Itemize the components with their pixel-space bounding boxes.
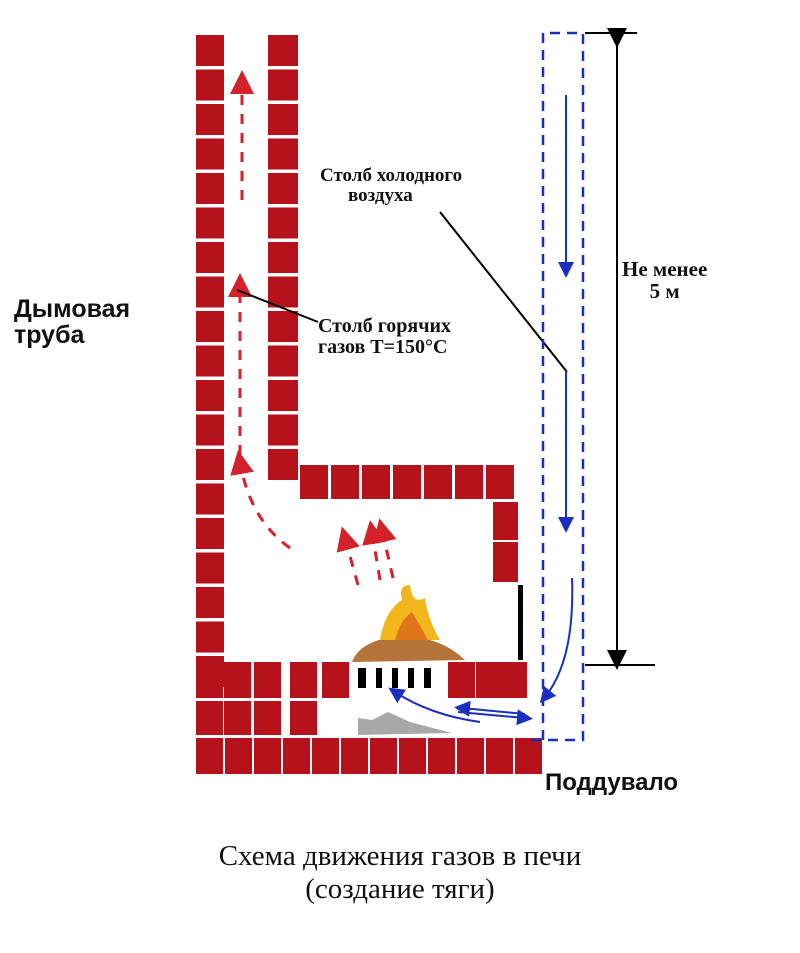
fire-icon bbox=[352, 585, 465, 662]
brick bbox=[515, 738, 542, 774]
ash-pile bbox=[358, 712, 452, 735]
brick bbox=[196, 69, 224, 101]
cold-column-label-line1: Столб холодного bbox=[320, 165, 463, 186]
brick bbox=[196, 173, 224, 204]
cold-column-label-line2: воздуха bbox=[348, 184, 413, 206]
brick bbox=[424, 465, 452, 499]
chimney-label: Дымовая труба bbox=[14, 296, 130, 349]
brick bbox=[196, 345, 224, 377]
brick bbox=[196, 104, 224, 135]
brick bbox=[196, 701, 223, 735]
brick bbox=[268, 207, 298, 239]
caption: Схема движения газов в печи (создание тя… bbox=[0, 840, 800, 907]
brick bbox=[196, 621, 224, 653]
brick bbox=[224, 662, 251, 698]
brick bbox=[331, 465, 359, 499]
brick bbox=[196, 587, 224, 618]
brick bbox=[362, 465, 390, 499]
brick bbox=[196, 207, 224, 239]
brick bbox=[341, 738, 368, 774]
brick bbox=[312, 738, 339, 774]
brick bbox=[290, 701, 317, 735]
hot-column-label-line1: Столб горячих bbox=[318, 315, 452, 337]
brick bbox=[196, 738, 223, 774]
brick bbox=[455, 465, 483, 499]
brick bbox=[457, 738, 484, 774]
brick bbox=[268, 173, 298, 204]
brick bbox=[196, 380, 224, 411]
cold-air-flow-arrows bbox=[388, 95, 574, 726]
brick bbox=[196, 414, 224, 446]
hot-column-label-line2: газов Т=150°С bbox=[318, 336, 448, 358]
brick bbox=[268, 35, 298, 66]
brick bbox=[486, 465, 514, 499]
brick bbox=[268, 345, 298, 377]
brick bbox=[268, 69, 298, 101]
brick bbox=[283, 738, 310, 774]
brick bbox=[254, 662, 281, 698]
cold-column-label: Столб холодного воздуха bbox=[320, 166, 462, 206]
brick bbox=[196, 311, 224, 342]
hot-column-leader-line bbox=[236, 289, 319, 323]
brick bbox=[370, 738, 397, 774]
grate bbox=[358, 668, 431, 688]
brick bbox=[268, 449, 298, 480]
brick bbox=[493, 502, 518, 540]
brick bbox=[268, 104, 298, 135]
brick bbox=[196, 138, 224, 170]
caption-line1: Схема движения газов в печи bbox=[218, 840, 582, 872]
brick bbox=[268, 414, 298, 446]
brick bbox=[322, 662, 349, 698]
brick bbox=[254, 738, 281, 774]
brick bbox=[224, 701, 251, 735]
brick bbox=[290, 662, 317, 698]
hot-gas-flow-arrows bbox=[228, 70, 397, 586]
height-label-line2: 5 м bbox=[649, 279, 680, 304]
brick bbox=[268, 380, 298, 411]
brick bbox=[196, 35, 224, 66]
brick bbox=[300, 465, 328, 499]
brick bbox=[399, 738, 426, 774]
chimney-label-line2: труба bbox=[14, 321, 85, 350]
brick bbox=[268, 242, 298, 273]
height-label: Не менее 5 м bbox=[622, 258, 707, 302]
hot-column-label: Столб горячих газов Т=150°С bbox=[318, 316, 451, 358]
brick bbox=[268, 276, 298, 308]
brick bbox=[476, 662, 503, 698]
brick bbox=[196, 276, 224, 308]
brick bbox=[196, 449, 224, 480]
chimney-label-line1: Дымовая bbox=[14, 295, 131, 323]
brick bbox=[493, 542, 518, 582]
brick bbox=[196, 662, 223, 698]
caption-line2: (создание тяги) bbox=[305, 873, 495, 906]
brick bbox=[393, 465, 421, 499]
brick bbox=[196, 552, 224, 584]
brick bbox=[196, 518, 224, 549]
brick-masonry bbox=[196, 35, 542, 774]
brick bbox=[428, 738, 455, 774]
cold-air-column-outline bbox=[525, 31, 585, 742]
height-label-line1: Не менее bbox=[622, 257, 708, 281]
ash-pit-label: Поддувало bbox=[545, 769, 679, 796]
brick bbox=[448, 662, 475, 698]
brick bbox=[196, 242, 224, 273]
height-dimension bbox=[585, 28, 655, 670]
brick bbox=[268, 311, 298, 342]
cold-column-leader-line bbox=[439, 211, 568, 373]
brick bbox=[268, 138, 298, 170]
brick bbox=[196, 483, 224, 515]
brick bbox=[486, 738, 513, 774]
brick bbox=[254, 701, 281, 735]
firebox-door bbox=[518, 585, 523, 660]
brick bbox=[225, 738, 252, 774]
brick bbox=[500, 662, 527, 698]
